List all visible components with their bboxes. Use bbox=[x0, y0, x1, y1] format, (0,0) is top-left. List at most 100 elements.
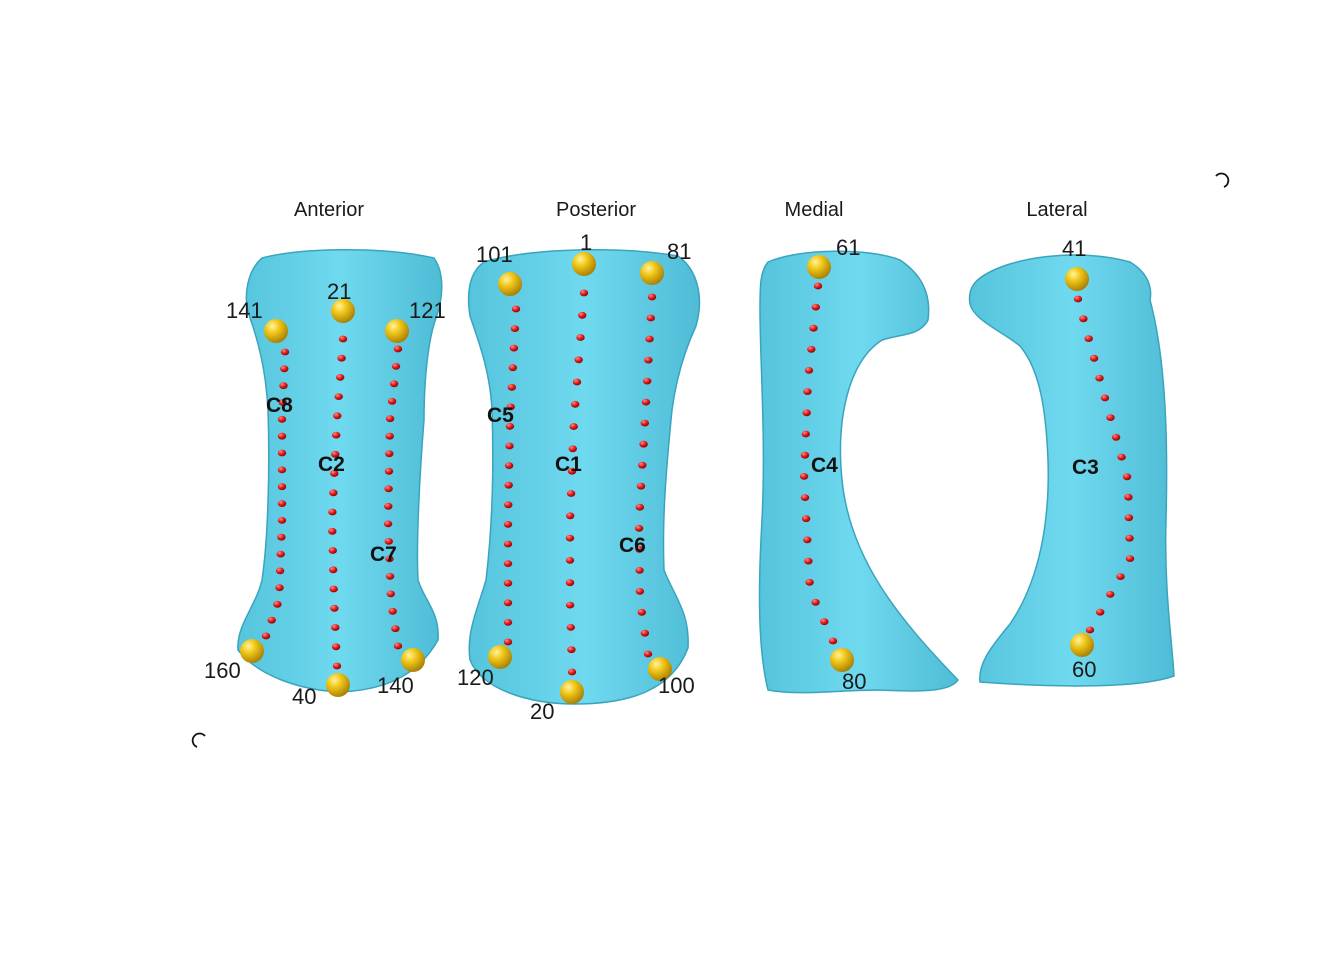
semilandmark-dot-c3-8 bbox=[1117, 453, 1126, 461]
semilandmark-dot-c5-8 bbox=[504, 462, 514, 469]
semilandmark-dot-c6-5 bbox=[641, 398, 651, 406]
landmark-101 bbox=[498, 272, 522, 296]
semilandmark-dot-c7-16 bbox=[391, 625, 400, 633]
semilandmark-dot-c3-3 bbox=[1089, 354, 1099, 362]
landmark-81 bbox=[640, 261, 664, 285]
semilandmark-dot-c5-17 bbox=[503, 638, 513, 646]
semilandmark-dot-c4-13 bbox=[804, 557, 813, 565]
semilandmark-dot-c5-12 bbox=[503, 540, 513, 548]
landmark-21 bbox=[331, 299, 355, 323]
semilandmark-dot-c5-13 bbox=[503, 560, 513, 567]
semilandmark-dot-c4-3 bbox=[807, 345, 816, 353]
label-60: 60 bbox=[1072, 657, 1096, 682]
landmark-140 bbox=[401, 648, 425, 672]
semilandmark-dot-c2-3 bbox=[334, 393, 343, 400]
landmark-160 bbox=[240, 639, 264, 663]
label-101: 101 bbox=[476, 242, 513, 267]
landmark-80 bbox=[830, 648, 854, 672]
label-120: 120 bbox=[457, 665, 494, 690]
semilandmark-dot-c4-11 bbox=[801, 515, 811, 523]
landmark-41 bbox=[1065, 267, 1089, 291]
semilandmark-dot-c2-11 bbox=[328, 547, 337, 554]
semilandmark-curves bbox=[261, 282, 1135, 676]
label-141: 141 bbox=[226, 298, 263, 323]
semilandmark-dot-c1-16 bbox=[567, 646, 576, 654]
landmark-61 bbox=[807, 255, 831, 279]
semilandmark-dot-c4-4 bbox=[804, 367, 814, 374]
semilandmark-dot-c3-4 bbox=[1095, 374, 1104, 382]
semilandmark-dot-c8-16 bbox=[267, 616, 276, 624]
semilandmark-dot-c1-10 bbox=[566, 512, 575, 520]
semilandmark-dot-c7-5 bbox=[385, 432, 394, 440]
semilandmark-dot-c6-3 bbox=[644, 356, 653, 364]
label-20: 20 bbox=[530, 699, 554, 724]
semilandmark-dot-c3-10 bbox=[1124, 493, 1133, 501]
semilandmark-dot-c5-1 bbox=[510, 325, 520, 332]
semilandmark-dot-c8-13 bbox=[275, 567, 285, 575]
semilandmark-dot-c2-7 bbox=[330, 470, 339, 477]
semilandmark-dot-c6-11 bbox=[634, 524, 644, 532]
semilandmark-dot-c1-15 bbox=[566, 624, 575, 631]
semilandmark-dot-c6-0 bbox=[647, 293, 657, 301]
semilandmark-dot-c7-14 bbox=[386, 590, 395, 598]
curve-label-c6: C6 bbox=[619, 534, 646, 557]
curve-label-c3: C3 bbox=[1072, 456, 1099, 479]
semilandmark-dot-c1-9 bbox=[566, 490, 576, 497]
semilandmark-dot-c4-5 bbox=[803, 388, 812, 395]
semilandmark-dot-c5-15 bbox=[503, 599, 513, 607]
semilandmark-dot-c7-12 bbox=[385, 555, 394, 563]
semilandmark-dot-c1-12 bbox=[565, 557, 575, 564]
landmark-40 bbox=[326, 673, 350, 697]
semilandmark-dot-c6-12 bbox=[635, 545, 644, 553]
semilandmark-dot-c7-13 bbox=[385, 573, 395, 580]
semilandmark-dot-c8-4 bbox=[277, 415, 287, 423]
label-81: 81 bbox=[667, 239, 691, 264]
semilandmark-dot-c8-10 bbox=[277, 517, 287, 524]
label-1: 1 bbox=[580, 230, 592, 255]
semilandmark-dot-c7-6 bbox=[385, 450, 394, 458]
label-40: 40 bbox=[292, 684, 316, 709]
semilandmark-dot-c2-8 bbox=[329, 489, 338, 497]
semilandmark-dot-c2-17 bbox=[332, 662, 342, 670]
semilandmark-dot-c2-2 bbox=[336, 374, 345, 381]
semilandmark-dot-c6-2 bbox=[645, 335, 654, 343]
semilandmark-dot-c7-7 bbox=[384, 467, 394, 475]
semilandmark-dot-c1-14 bbox=[565, 601, 575, 609]
landmark-100 bbox=[648, 657, 672, 681]
semilandmark-dot-c7-2 bbox=[389, 380, 399, 388]
semilandmark-dot-c1-13 bbox=[565, 579, 575, 587]
semilandmark-dot-c1-7 bbox=[568, 445, 577, 453]
label-140: 140 bbox=[377, 673, 414, 698]
semilandmark-dot-c8-2 bbox=[279, 382, 288, 390]
semilandmark-dot-c2-6 bbox=[331, 450, 340, 458]
semilandmark-dot-c1-3 bbox=[574, 356, 583, 364]
semilandmark-dot-c4-8 bbox=[800, 451, 810, 459]
view-title-anterior: Anterior bbox=[294, 199, 364, 221]
rotate-ccw-icon[interactable] bbox=[191, 732, 206, 748]
rotate-cw-icon[interactable] bbox=[1215, 172, 1230, 188]
semilandmark-dot-c7-15 bbox=[388, 607, 397, 615]
semilandmark-dot-c2-10 bbox=[328, 527, 337, 535]
semilandmark-dot-c3-6 bbox=[1106, 414, 1115, 421]
semilandmark-dot-c8-6 bbox=[277, 449, 287, 457]
semilandmark-dot-c5-6 bbox=[505, 423, 515, 430]
label-41: 41 bbox=[1062, 236, 1086, 261]
semilandmark-dot-c1-4 bbox=[572, 378, 582, 386]
semilandmark-dot-c7-11 bbox=[384, 538, 393, 545]
semilandmark-dot-c7-17 bbox=[393, 642, 403, 650]
semilandmark-dot-c1-2 bbox=[576, 334, 585, 341]
semilandmark-dot-c5-2 bbox=[509, 344, 519, 352]
fixed-landmarks bbox=[240, 252, 1094, 704]
semilandmark-dot-c7-4 bbox=[385, 415, 395, 423]
curve-label-c8: C8 bbox=[266, 394, 293, 417]
semilandmark-dot-c1-0 bbox=[579, 289, 589, 297]
curve-label-c7: C7 bbox=[370, 543, 397, 566]
semilandmark-dot-c5-14 bbox=[503, 579, 513, 587]
label-61: 61 bbox=[836, 235, 860, 260]
semilandmark-dot-c4-12 bbox=[803, 536, 812, 544]
semilandmark-dot-c1-6 bbox=[569, 423, 578, 430]
semilandmark-dot-c4-16 bbox=[820, 618, 829, 626]
semilandmark-dot-c6-1 bbox=[646, 314, 655, 322]
semilandmark-dot-c4-15 bbox=[811, 598, 820, 606]
semilandmark-dot-c8-3 bbox=[278, 399, 287, 406]
